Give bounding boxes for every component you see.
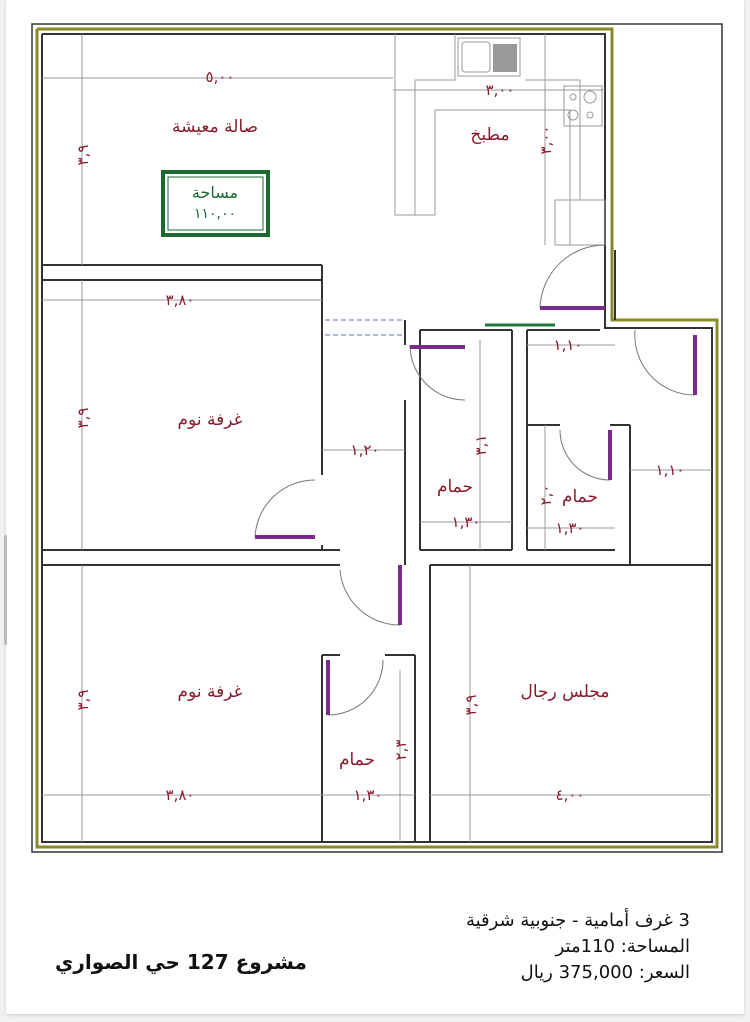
kitchen-counters xyxy=(394,34,606,246)
floor-plan: مساحة ١١٠,٠٠ صالة معيشة مطبخ غرفة نوم حم… xyxy=(31,23,723,853)
dimension-lines xyxy=(42,34,712,842)
project-title: مشروع 127 حي الصواري xyxy=(55,950,307,974)
sink-icon xyxy=(461,41,491,73)
listing-details: 3 غرف أمامية - جنوبية شرقية المساحة: 110… xyxy=(466,908,690,986)
dim-bed1-h: ٣,٩ xyxy=(74,408,92,429)
dim-corridor-w: ١,٢٠ xyxy=(351,441,380,459)
room-living: صالة معيشة xyxy=(172,117,258,137)
entry-door xyxy=(634,329,696,396)
scrollbar[interactable] xyxy=(4,535,7,645)
price-text: السعر: 375,000 ريال xyxy=(520,962,690,983)
listing-card xyxy=(6,0,744,1014)
dim-bath2-w: ١,٣٠ xyxy=(556,519,585,537)
area-value: ١١٠,٠٠ xyxy=(194,206,236,222)
fridge-icon xyxy=(554,199,606,246)
bath2-door xyxy=(559,429,611,481)
bath3-door xyxy=(327,659,384,716)
dim-bed2-h: ٣,٩ xyxy=(74,690,92,711)
dim-entry-w: ١,١٠ xyxy=(554,336,583,354)
dim-majlis-w: ٤,٠٠ xyxy=(556,786,585,804)
room-bath-2: حمام xyxy=(562,487,598,507)
dim-bed2-w: ٣,٨٠ xyxy=(166,786,195,804)
dim-bath3-w: ١,٣٠ xyxy=(354,786,383,804)
room-bedroom-2: غرفة نوم xyxy=(178,682,243,702)
interior-walls xyxy=(42,250,712,842)
dim-bath3-h: ٢,٣ xyxy=(392,740,410,761)
doors[interactable] xyxy=(254,244,697,716)
stove-icon xyxy=(563,85,603,127)
outer-wall xyxy=(35,27,719,849)
dim-bed1-w: ٣,٨٠ xyxy=(166,291,195,309)
sink-drainboard-icon xyxy=(493,44,517,72)
rooms-orientation: 3 غرف أمامية - جنوبية شرقية xyxy=(465,910,690,931)
room-bedroom-1: غرفة نوم xyxy=(178,410,243,430)
bedroom2-door xyxy=(339,569,401,626)
dim-bath1-w: ١,٣٠ xyxy=(452,513,481,531)
dim-kitchen-h: ٣,٠٠ xyxy=(537,126,555,155)
area-text: المساحة: 110متر xyxy=(555,936,690,957)
dim-living-w: ٥,٠٠ xyxy=(206,68,235,86)
bedroom1-door xyxy=(254,479,316,538)
dim-majlis-h: ٣,٩ xyxy=(462,695,480,716)
kitchen-door xyxy=(539,244,606,309)
dim-bath1-h: ٣,١ xyxy=(472,435,490,456)
room-kitchen: مطبخ xyxy=(470,125,509,145)
dim-living-h: ٣,٩ xyxy=(74,145,92,166)
room-bath-3: حمام xyxy=(339,750,375,770)
bath1-door xyxy=(409,344,466,401)
room-majlis: مجلس رجال xyxy=(520,682,609,702)
outer-frame xyxy=(31,23,723,853)
dim-right-w: ١,١٠ xyxy=(656,461,685,479)
area-box: مساحة ١١٠,٠٠ xyxy=(161,170,270,237)
inner-wall xyxy=(41,33,713,843)
area-label: مساحة xyxy=(192,183,238,202)
room-bath-1: حمام xyxy=(437,477,473,497)
dim-bath2-h: ٢,٠ xyxy=(537,485,555,506)
dim-kitchen-w: ٣,٠٠ xyxy=(486,81,515,99)
